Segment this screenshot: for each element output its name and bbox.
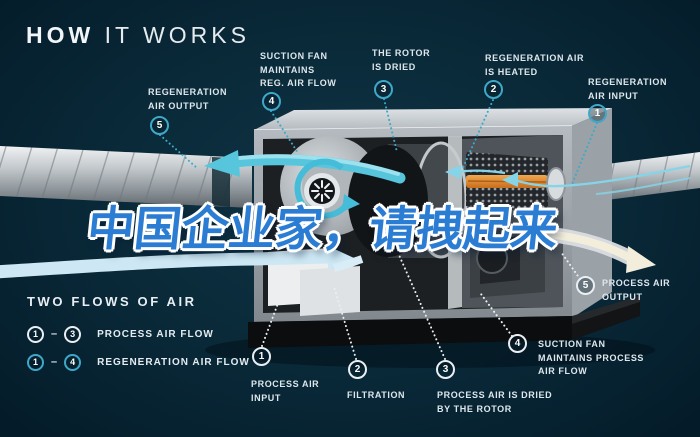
regen-label-rotor: THE ROTOR IS DRIED bbox=[372, 48, 431, 72]
legend-row-label: PROCESS AIR FLOW bbox=[97, 328, 214, 340]
regen-label-input: REGENERATION AIR INPUT bbox=[588, 77, 668, 101]
watermark-text: 中国企业家，请拽起来 bbox=[84, 202, 561, 255]
legend-circle: 3 bbox=[64, 325, 82, 343]
process-fan-unit bbox=[470, 226, 545, 298]
base-platform bbox=[248, 296, 640, 348]
regen-badge-5: 5 bbox=[150, 116, 169, 135]
regen-badge-2: 2 bbox=[484, 80, 503, 99]
process-badge-3: 3 bbox=[436, 360, 455, 379]
process-badge-4: 4 bbox=[508, 334, 527, 353]
machine-body bbox=[253, 108, 612, 322]
regeneration-flow-arrow bbox=[204, 150, 406, 219]
legend-circle: 4 bbox=[64, 353, 82, 371]
title-bold: HOW bbox=[26, 22, 95, 48]
legend-row-process: 1 – 3 PROCESS AIR FLOW bbox=[27, 324, 214, 344]
process-label-output: PROCESS AIR OUTPUT bbox=[602, 278, 671, 302]
legend-row-regeneration: 1 – 4 REGENERATION AIR FLOW bbox=[27, 352, 250, 372]
process-badge-2: 2 bbox=[348, 360, 367, 379]
duct-outlet-port bbox=[546, 167, 566, 201]
legend-circle: 1 bbox=[27, 353, 44, 371]
process-output-arrow bbox=[538, 226, 656, 273]
legend-title: TWO FLOWS OF AIR bbox=[27, 294, 197, 309]
regen-badge-3: 3 bbox=[374, 80, 393, 99]
regen-badge-1: 1 bbox=[588, 104, 607, 123]
suction-fan-icon bbox=[304, 173, 340, 209]
legend-circle: 1 bbox=[27, 325, 44, 343]
legend-row-label: REGENERATION AIR FLOW bbox=[97, 356, 250, 368]
regeneration-leader-lines bbox=[159, 98, 598, 185]
title-light: IT WORKS bbox=[104, 22, 250, 48]
process-input-arrow bbox=[0, 246, 364, 279]
process-badge-1: 1 bbox=[252, 347, 271, 366]
process-label-dried: PROCESS AIR IS DRIED BY THE ROTOR bbox=[437, 390, 553, 414]
page-title: HOW IT WORKS bbox=[26, 22, 250, 49]
legend-separator: – bbox=[51, 356, 58, 368]
regeneration-inflow-lines bbox=[445, 164, 691, 195]
regen-label-fan: SUCTION FAN MAINTAINS REG. AIR FLOW bbox=[260, 51, 337, 88]
process-badge-5: 5 bbox=[576, 276, 595, 295]
regen-label-output: REGENERATION AIR OUTPUT bbox=[148, 87, 228, 111]
regen-badge-4: 4 bbox=[262, 92, 281, 111]
process-leader-lines bbox=[261, 251, 581, 360]
process-label-fan: SUCTION FAN MAINTAINS PROCESS AIR FLOW bbox=[538, 339, 645, 376]
regen-label-heated: REGENERATION AIR IS HEATED bbox=[485, 53, 585, 77]
legend-separator: – bbox=[51, 328, 58, 340]
process-label-input: PROCESS AIR INPUT bbox=[251, 379, 320, 403]
process-label-filtration: FILTRATION bbox=[347, 390, 406, 400]
